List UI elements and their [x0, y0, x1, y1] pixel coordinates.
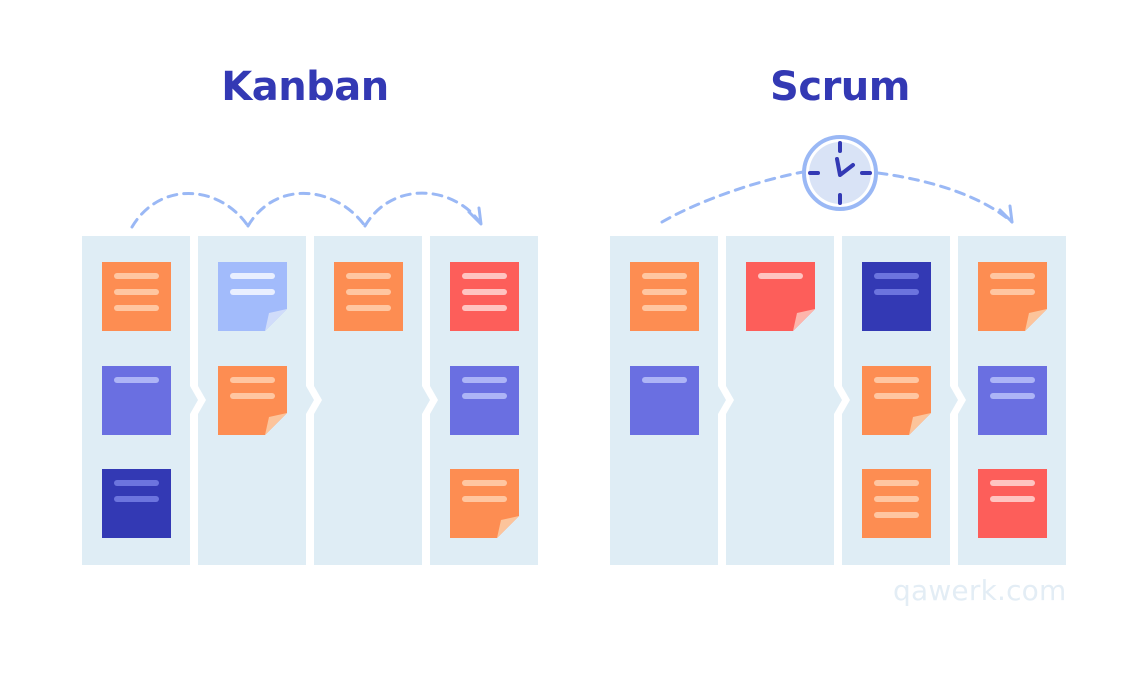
note-curl	[265, 309, 287, 331]
note-text-line	[462, 496, 507, 502]
sticky-note	[218, 262, 287, 331]
note-text-line	[990, 377, 1035, 383]
kanban-column-4	[430, 236, 538, 565]
note-text-line	[462, 273, 507, 279]
note-curl	[1025, 309, 1047, 331]
clock-hands	[835, 157, 855, 177]
note-body	[450, 366, 519, 435]
note-body	[630, 262, 699, 331]
note-body	[862, 469, 931, 538]
note-text-line	[230, 393, 275, 399]
scrum-column-4	[958, 236, 1066, 565]
note-text-line	[874, 273, 919, 279]
sticky-note	[450, 262, 519, 331]
note-text-line	[990, 480, 1035, 486]
note-text-line	[990, 289, 1035, 295]
note-body	[978, 469, 1047, 538]
sticky-note	[630, 366, 699, 435]
sticky-note	[978, 366, 1047, 435]
sticky-note	[102, 469, 171, 538]
note-text-line	[990, 496, 1035, 502]
watermark: qawerk.com	[893, 574, 1067, 607]
scrum-title: Scrum	[770, 64, 910, 110]
scrum-arrow-left	[660, 170, 805, 224]
scrum-column-1	[610, 236, 726, 565]
note-text-line	[874, 480, 919, 486]
sticky-note	[862, 366, 931, 435]
note-body	[978, 366, 1047, 435]
sticky-note	[334, 262, 403, 331]
note-body	[630, 366, 699, 435]
scrum-arrow-right	[876, 171, 1014, 224]
note-text-line	[990, 273, 1035, 279]
note-text-line	[114, 480, 159, 486]
sticky-note	[218, 366, 287, 435]
note-body	[102, 366, 171, 435]
sticky-note	[102, 262, 171, 331]
scrum-column-2	[726, 236, 842, 565]
note-text-line	[114, 289, 159, 295]
note-text-line	[462, 289, 507, 295]
note-text-line	[874, 496, 919, 502]
kanban-flow-arrow-2	[246, 191, 367, 228]
sticky-note	[978, 469, 1047, 538]
note-text-line	[230, 289, 275, 295]
note-text-line	[462, 305, 507, 311]
kanban-column-2	[198, 236, 314, 565]
note-text-line	[230, 273, 275, 279]
kanban-flow-arrow-3	[363, 191, 483, 228]
note-body	[102, 262, 171, 331]
sticky-note	[450, 469, 519, 538]
note-body	[334, 262, 403, 331]
note-text-line	[114, 377, 159, 383]
kanban-column-1	[82, 236, 198, 565]
note-body	[450, 262, 519, 331]
note-text-line	[346, 273, 391, 279]
kanban-column-3	[314, 236, 430, 565]
sticky-note	[978, 262, 1047, 331]
note-text-line	[114, 496, 159, 502]
note-text-line	[642, 305, 687, 311]
kanban-board	[82, 236, 538, 565]
sticky-note	[746, 262, 815, 331]
note-text-line	[642, 289, 687, 295]
note-body	[862, 262, 931, 331]
note-text-line	[758, 273, 803, 279]
scrum-column-3	[842, 236, 958, 565]
flow-arrows	[130, 135, 1014, 229]
note-text-line	[346, 289, 391, 295]
scrum-arrow-head	[998, 204, 1014, 224]
note-text-line	[874, 512, 919, 518]
note-text-line	[874, 393, 919, 399]
sticky-note	[862, 262, 931, 331]
note-curl	[909, 413, 931, 435]
note-text-line	[230, 377, 275, 383]
note-text-line	[462, 377, 507, 383]
kanban-flow-arrow-1	[130, 192, 250, 229]
note-text-line	[642, 377, 687, 383]
note-curl	[497, 516, 519, 538]
sticky-note	[102, 366, 171, 435]
note-text-line	[346, 305, 391, 311]
note-text-line	[114, 273, 159, 279]
note-text-line	[874, 377, 919, 383]
note-text-line	[642, 273, 687, 279]
note-text-line	[462, 480, 507, 486]
sticky-note	[862, 469, 931, 538]
kanban-title: Kanban	[221, 64, 389, 110]
sticky-note	[630, 262, 699, 331]
sticky-note	[450, 366, 519, 435]
scrum-board	[610, 236, 1066, 565]
note-text-line	[462, 393, 507, 399]
note-text-line	[114, 305, 159, 311]
note-curl	[793, 309, 815, 331]
note-body	[102, 469, 171, 538]
note-curl	[265, 413, 287, 435]
clock-icon	[802, 135, 878, 211]
kanban-arrow-head	[467, 206, 483, 226]
note-text-line	[874, 289, 919, 295]
note-text-line	[990, 393, 1035, 399]
